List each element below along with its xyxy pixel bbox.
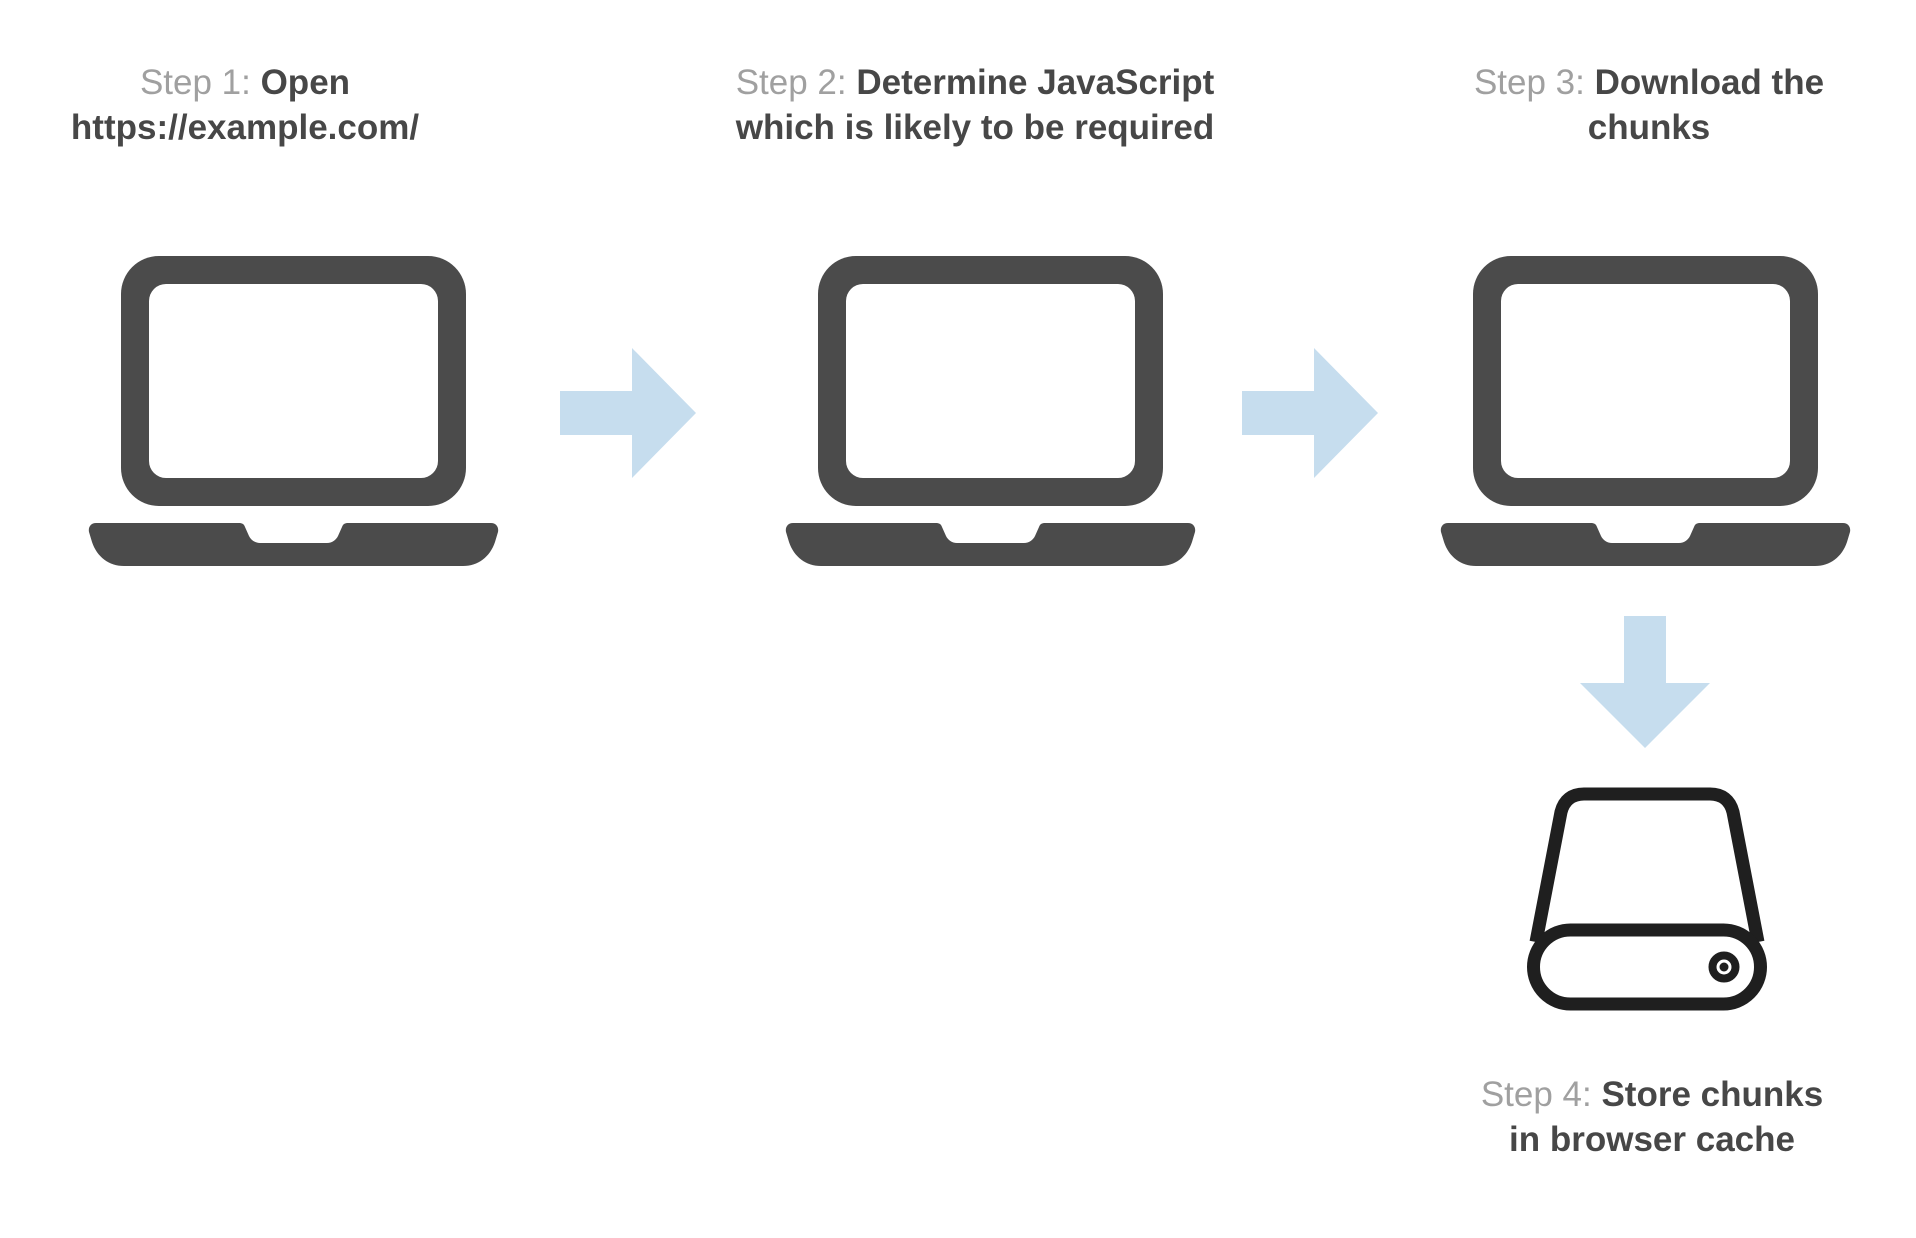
step-1-prefix: Step 1: [139, 63, 261, 102]
step-1-title: Open [260, 63, 351, 102]
step-4-title: Store chunks [1601, 1075, 1824, 1114]
step-2-caption: Step 2: Determine JavaScript which is li… [736, 60, 1215, 150]
step-4-prefix: Step 4: [1480, 1075, 1602, 1114]
step-3-prefix: Step 3: [1473, 63, 1595, 102]
step-2-title: Determine JavaScript [856, 63, 1215, 102]
step-2-caption-line-1: Step 2: Determine JavaScript [736, 60, 1215, 105]
laptop-icon [1438, 256, 1853, 566]
step-1-caption-line-2: https://example.com/ [71, 105, 419, 150]
step-4-caption: Step 4: Store chunks in browser cache [1481, 1072, 1823, 1162]
arrow-right-icon [1242, 348, 1378, 478]
laptop-icon [86, 256, 501, 566]
step-1-caption-line-1: Step 1: Open [71, 60, 419, 105]
step-3-caption: Step 3: Download the chunks [1474, 60, 1824, 150]
step-2-title-cont: which is likely to be required [735, 108, 1215, 147]
hard-drive-icon [1527, 787, 1767, 1012]
step-3-caption-line-2: chunks [1474, 105, 1824, 150]
arrow-down-icon [1580, 616, 1710, 748]
step-3-title-cont: chunks [1587, 108, 1711, 147]
laptop-icon [783, 256, 1198, 566]
step-4-caption-line-2: in browser cache [1481, 1117, 1823, 1162]
step-4-title-cont: in browser cache [1509, 1120, 1795, 1159]
step-4-caption-line-1: Step 4: Store chunks [1481, 1072, 1823, 1117]
step-1-caption: Step 1: Open https://example.com/ [71, 60, 419, 150]
step-1-title-url: https://example.com/ [70, 108, 420, 147]
step-2-prefix: Step 2: [735, 63, 857, 102]
step-3-title: Download the [1594, 63, 1825, 102]
step-2-caption-line-2: which is likely to be required [736, 105, 1215, 150]
arrow-right-icon [560, 348, 696, 478]
step-3-caption-line-1: Step 3: Download the [1474, 60, 1824, 105]
